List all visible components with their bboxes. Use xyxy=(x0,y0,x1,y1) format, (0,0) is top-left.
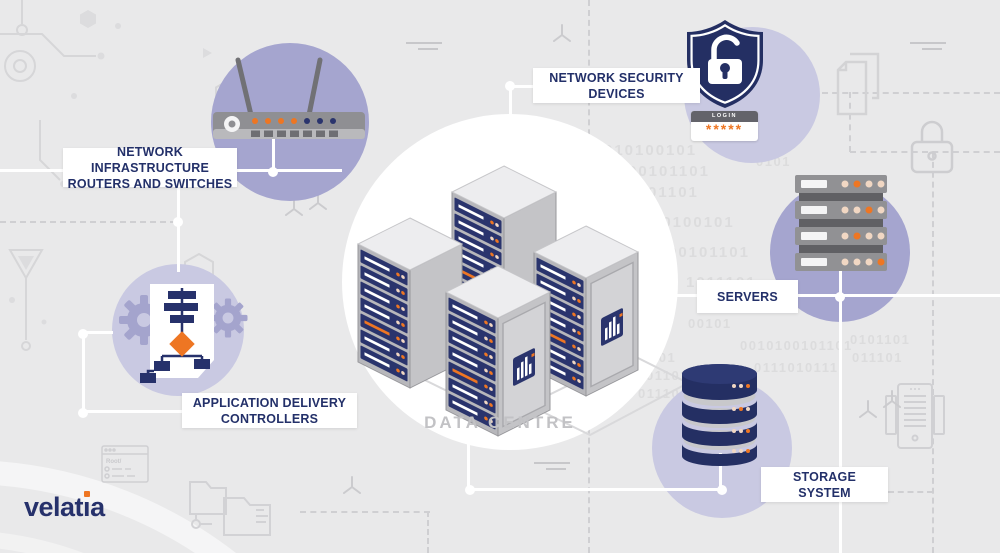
pc-outline-icon xyxy=(885,383,945,449)
connector-line xyxy=(83,331,113,334)
logo-text: a xyxy=(90,492,105,522)
connector-line xyxy=(467,440,470,492)
logo-i-stem: ı xyxy=(83,492,91,522)
login-header: LOGIN xyxy=(691,111,758,122)
binary-text: 00101101 xyxy=(628,163,710,180)
server-stack-icon xyxy=(795,175,887,271)
connector-dot xyxy=(505,81,515,91)
connector-line xyxy=(467,487,723,491)
sprig-icon xyxy=(553,24,571,42)
dash-pair-icon xyxy=(910,42,946,50)
login-widget: LOGIN ***** xyxy=(691,111,758,141)
dash-pair-icon xyxy=(534,462,570,470)
connector-line xyxy=(508,86,512,140)
label-network-infrastructure: NETWORK INFRASTRUCTURE ROUTERS AND SWITC… xyxy=(63,145,237,191)
storage-cylinder-icon xyxy=(682,364,757,466)
documents-icon xyxy=(836,52,880,116)
connector-line xyxy=(81,334,85,414)
sprig-icon xyxy=(343,476,361,494)
dashed-line xyxy=(300,511,430,513)
label-line: ROUTERS AND SWITCHES xyxy=(67,176,233,191)
label-application-delivery-controllers: APPLICATION DELIVERY CONTROLLERS xyxy=(182,393,357,428)
connector-dot xyxy=(717,485,727,495)
label-servers: SERVERS xyxy=(697,280,798,313)
connector-dot xyxy=(835,292,845,302)
label-network-security: NETWORK SECURITY DEVICES xyxy=(533,68,700,103)
data-centre-label: DATA CENTRE xyxy=(424,413,576,432)
logo-i: ı xyxy=(83,491,91,523)
dashed-line xyxy=(0,221,176,223)
connector-line xyxy=(838,271,842,553)
connector-line xyxy=(719,453,722,490)
label-line: SYSTEM xyxy=(798,485,851,500)
label-line: STORAGE xyxy=(793,469,856,484)
gears-document-icon xyxy=(119,284,248,383)
binary-text: 00101101 xyxy=(668,244,750,261)
dashed-line xyxy=(888,491,933,493)
dash-pair-icon xyxy=(406,42,442,50)
binary-text: 0010100101101 xyxy=(740,338,853,353)
connector-line xyxy=(83,410,182,413)
connector-dot xyxy=(78,408,88,418)
lock-outline-icon xyxy=(910,120,954,174)
shield-icon xyxy=(687,20,763,108)
sprig-icon xyxy=(883,390,901,408)
dashed-line xyxy=(850,151,1000,153)
connector-dot xyxy=(465,485,475,495)
binary-text: 010100101 xyxy=(604,142,698,159)
binary-text: 0101101 xyxy=(850,332,911,347)
connector-dot xyxy=(268,167,278,177)
connector-line xyxy=(176,187,180,272)
label-line: CONTROLLERS xyxy=(220,411,319,426)
label-line: SERVERS xyxy=(717,289,778,304)
label-line: DEVICES xyxy=(588,86,645,101)
label-storage-system: STORAGE SYSTEM xyxy=(761,467,888,502)
logo-text: velat xyxy=(24,492,84,522)
dashed-line xyxy=(932,152,934,553)
browser-window-icon: Root/ xyxy=(101,445,149,483)
browser-root-label: Root/ xyxy=(106,459,122,465)
logo-i-dot xyxy=(83,491,90,497)
sprig-icon xyxy=(859,400,877,418)
binary-text: 10100101 xyxy=(652,214,735,231)
connector-line xyxy=(271,128,275,172)
label-line: APPLICATION DELIVERY xyxy=(192,395,347,410)
binary-text: 01101 xyxy=(646,368,689,383)
dashed-line xyxy=(849,92,851,152)
connector-line xyxy=(510,84,536,88)
binary-text: 00101 xyxy=(688,316,732,331)
dashed-line xyxy=(427,511,429,553)
connector-dot xyxy=(78,329,88,339)
binary-text: 0111010111 xyxy=(754,360,839,375)
router-icon xyxy=(213,57,365,139)
open-padlock-icon xyxy=(708,34,742,84)
label-line: NETWORK INFRASTRUCTURE xyxy=(90,144,210,175)
data-centre-racks-illustration xyxy=(357,165,690,437)
binary-text: 011101 xyxy=(852,350,903,365)
password-mask: ***** xyxy=(705,121,744,137)
folders-icon xyxy=(189,481,271,536)
connector-dot xyxy=(173,217,183,227)
binary-text: 01101 xyxy=(648,184,699,201)
dashed-line xyxy=(822,92,1000,94)
label-line: NETWORK SECURITY xyxy=(549,70,684,85)
